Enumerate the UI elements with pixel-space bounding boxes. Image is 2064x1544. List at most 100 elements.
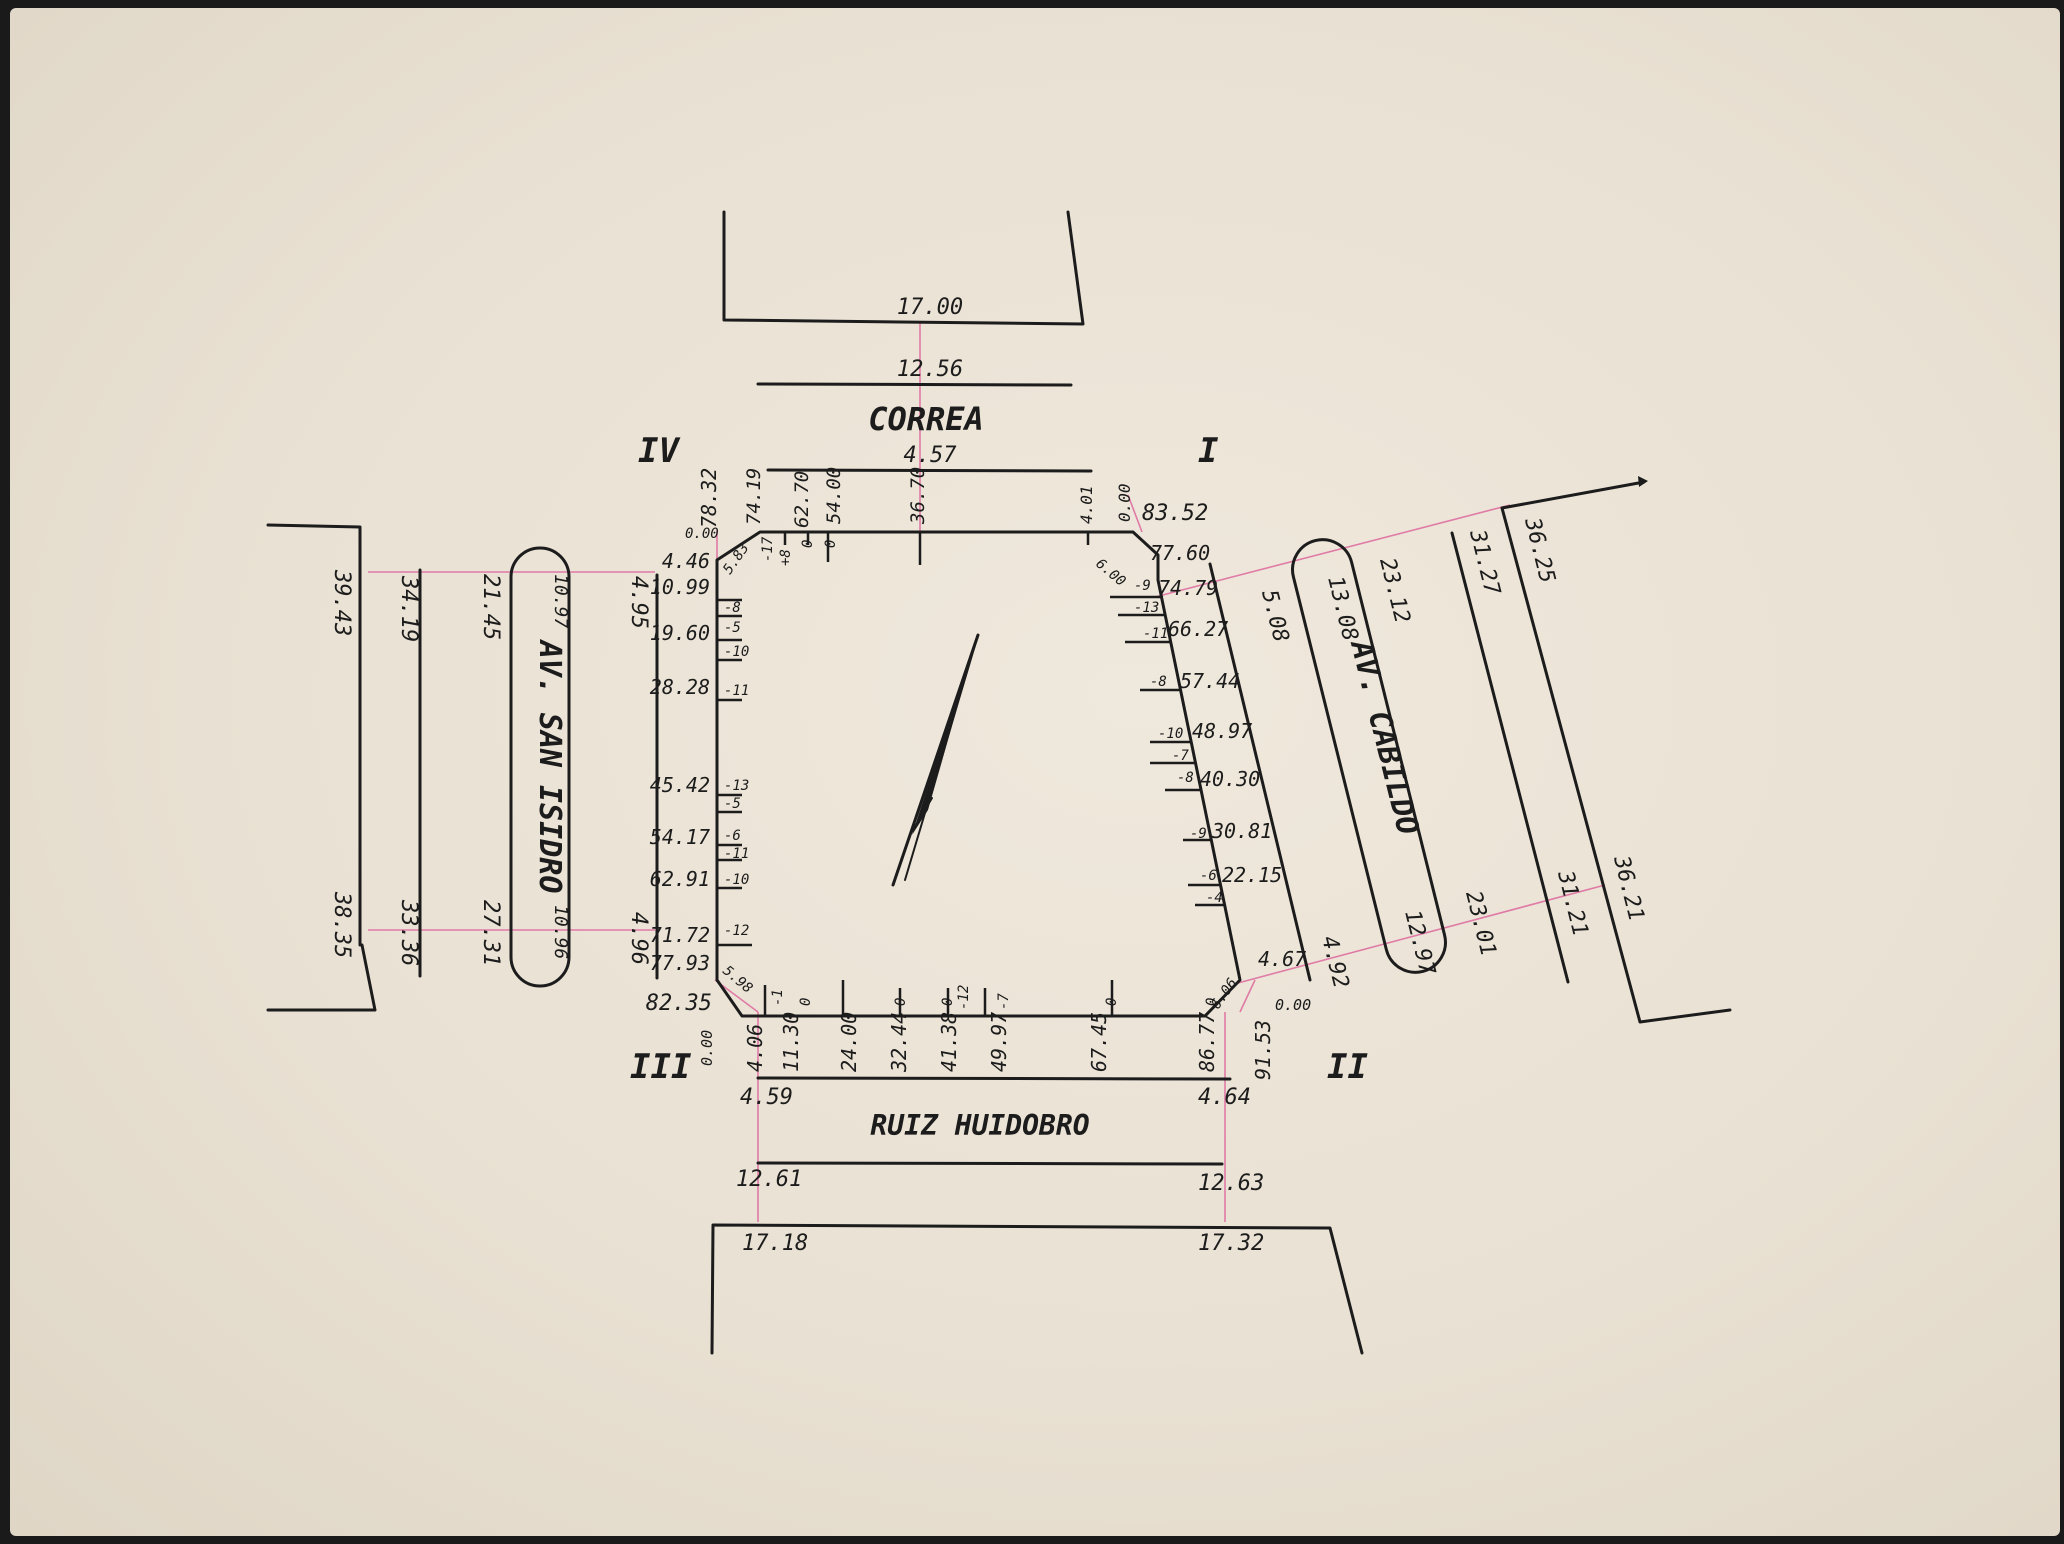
right-edge-chainage: 48.97 (1192, 719, 1252, 743)
left-upper-median-near: 21.45 (478, 574, 503, 640)
right-edge-chainage: 4.67 (1258, 947, 1306, 971)
top-edge-mark: 0 (800, 540, 816, 548)
corner-label-iii: III (630, 1047, 692, 1087)
left-edge-chainage: 71.72 (650, 923, 710, 947)
san-isidro-median (509, 546, 571, 988)
bottom-edge-chainage: 91.53 (1251, 1020, 1275, 1080)
corner-label-ii: II (1327, 1047, 1368, 1087)
top-front-distance: 17.00 (897, 295, 963, 320)
top-far-curb-distance: 12.56 (897, 357, 963, 382)
left-edge-mark: -10 (724, 872, 749, 888)
bottom-right-curb: 12.63 (1198, 1171, 1264, 1196)
huidobro-far-curb (756, 1161, 1224, 1166)
top-edge-chainage: 54.00 (823, 467, 845, 524)
bottom-left-curb: 12.61 (736, 1167, 802, 1192)
correa-far-curb (756, 382, 1073, 387)
street-name-correa: CORREA (868, 400, 984, 438)
top-edge-chainage: 4.01 (1077, 485, 1096, 524)
left-upper-inner: 4.95 (626, 576, 651, 629)
right-edge-mark: -8 (1150, 674, 1167, 690)
left-lower-median-far: 10.96 (550, 905, 571, 959)
right-upper-inner: 5.08 (1256, 587, 1293, 644)
corner-ii-pink (1239, 979, 1256, 1013)
cabildo-median (1291, 538, 1447, 974)
bottom-edge-mark: -7 (996, 993, 1012, 1010)
left-edge-mark: 5.83 (720, 540, 752, 577)
right-edge-mark: -10 (1158, 726, 1183, 742)
north-arrow-icon (891, 633, 980, 887)
top-edge-chainage: 0.00 (685, 526, 719, 542)
left-front-bottom (266, 943, 377, 1012)
left-edge-mark: -11 (724, 846, 749, 862)
left-edge-chainage: 62.91 (650, 867, 710, 891)
right-lower-median-far: 12.97 (1399, 907, 1439, 978)
right-edge-chainage: 40.30 (1200, 767, 1260, 791)
street-name-san-isidro: AV. SAN ISIDRO (532, 639, 567, 894)
bottom-edge-mark: 0 (940, 998, 956, 1006)
correa-near-curb (766, 468, 1093, 473)
right-front-top (1500, 480, 1646, 510)
right-edge-mark: -11 (1143, 626, 1168, 642)
left-edge-chainage: 10.99 (650, 575, 710, 599)
top-edge-chainage: 83.52 (1142, 501, 1208, 526)
block-polygon (715, 530, 1242, 1018)
right-edge-mark: -13 (1134, 600, 1159, 616)
right-edge-chainage: 74.79 (1158, 576, 1218, 600)
right-upper-curb: 31.27 (1464, 526, 1505, 598)
top-near-curb-distance: 4.57 (904, 443, 958, 468)
right-edge-chainage: 57.44 (1180, 669, 1240, 693)
right-lower-median-near: 23.01 (1460, 888, 1500, 958)
bottom-edge-chainage: 32.44 (887, 1012, 911, 1073)
left-edge-mark: -5 (724, 620, 741, 636)
paper-sheet (10, 8, 2060, 1536)
bottom-edge-chainage: 49.97 (987, 1012, 1011, 1072)
right-lower-curb: 31.21 (1552, 867, 1593, 938)
top-edge-chainage: 62.70 (791, 471, 813, 528)
left-edge-chainage: 28.28 (650, 675, 710, 699)
left-edge-mark: -12 (724, 923, 749, 939)
bottom-edge-mark: -12 (956, 985, 972, 1010)
top-edge-mark: -17 (760, 536, 776, 562)
bottom-edge-marks: -1 0 0 0 -12 -7 0 0 (770, 985, 1220, 1010)
left-edge-mark: -6 (724, 828, 741, 844)
left-edge-chainage: 54.17 (650, 825, 710, 849)
left-edge-chainage: 77.93 (650, 951, 710, 975)
left-axis-labels: 4.95 21.45 10.97 34.19 39.43 4.96 27.31 … (329, 569, 651, 966)
bottom-edge-chainage: 0.00 (1275, 996, 1311, 1014)
right-edge-chainage: 77.60 (1150, 541, 1210, 565)
left-lower-front: 38.35 (329, 891, 354, 958)
right-lower-inner: 4.92 (1316, 933, 1353, 990)
top-axis-labels: 17.00 12.56 4.57 (897, 295, 963, 468)
bottom-right-inner: 4.64 (1198, 1085, 1251, 1110)
top-edge-mark: +8 (778, 549, 794, 566)
left-edge-mark: -11 (724, 683, 749, 699)
top-edge-chainage: 78.32 (697, 468, 721, 528)
street-names: CORREA RUIZ HUIDOBRO AV. SAN ISIDRO AV. … (532, 400, 1425, 1142)
right-edge-labels: 77.60 74.79 66.27 57.44 48.97 40.30 30.8… (1150, 541, 1306, 971)
top-edge-chainage: 36.70 (907, 467, 929, 525)
corner-label-iv: IV (638, 431, 680, 471)
cabildo-near-curb (1208, 562, 1312, 982)
bottom-left-inner: 4.59 (740, 1085, 793, 1110)
right-lower-front: 36.21 (1608, 852, 1649, 923)
left-edge-labels: 4.46 10.99 19.60 28.28 45.42 54.17 62.91… (646, 549, 712, 1016)
cabildo-far-curb (1450, 531, 1570, 984)
bottom-edge-chainage: 24.00 (837, 1012, 861, 1072)
left-edge-mark: -13 (724, 778, 749, 794)
top-edge-labels: 0.00 78.32 74.19 62.70 54.00 36.70 4.01 … (685, 467, 1208, 566)
right-upper-median-near: 23.12 (1374, 555, 1414, 625)
left-lower-inner: 4.96 (626, 912, 651, 965)
left-edge-marks: 5.83 -8 -5 -10 -11 -13 -5 -6 -11 -10 -12… (719, 540, 755, 996)
top-edge-chainage: 0.00 (1115, 483, 1134, 522)
bottom-edge-chainage: 11.30 (779, 1012, 803, 1072)
top-edge-mark: 0 (823, 540, 839, 548)
bottom-edge-chainage: 86.77 (1195, 1012, 1219, 1072)
block-outline (715, 530, 1242, 1018)
bottom-edge-chainage: 67.45 (1087, 1012, 1111, 1072)
left-edge-mark: -8 (724, 600, 741, 616)
bottom-edge-mark: -1 (770, 989, 786, 1006)
bottom-edge-mark: 0 (1204, 998, 1220, 1006)
tick-marks (717, 532, 1225, 1016)
bottom-edge-chainage: 41.38 (937, 1012, 961, 1072)
bottom-right-front: 17.32 (1198, 1231, 1264, 1256)
